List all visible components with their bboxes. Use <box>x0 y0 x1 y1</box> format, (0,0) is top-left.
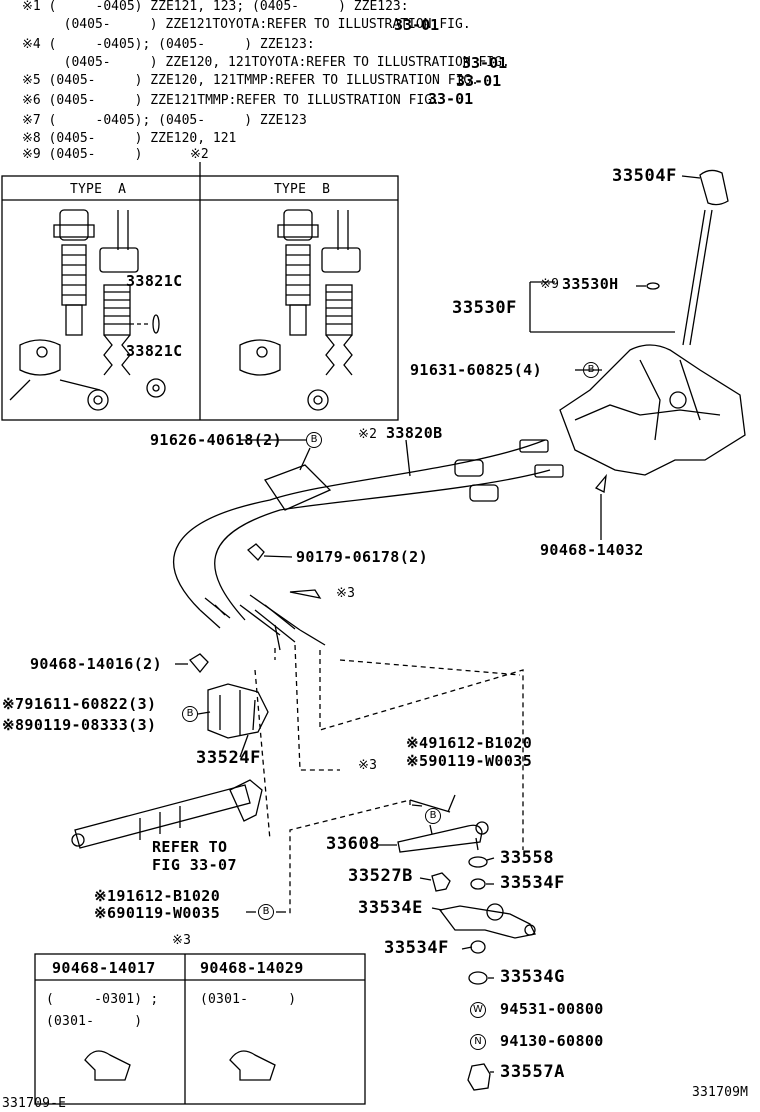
clip-table-col1-range-2: (0301- ) <box>46 1014 143 1029</box>
circle-mark-b-91626: B <box>306 432 322 448</box>
part-label-91611: ※791611-60822(3) <box>2 695 157 713</box>
note-7: ※7 ( -0405); (0405- ) ZZE123 <box>22 113 307 128</box>
note-1-fig: 33-01 <box>394 16 440 34</box>
bracket-33524f <box>207 683 269 739</box>
circle-mark-w: W <box>470 1002 486 1018</box>
note-5-fig: 33-01 <box>456 72 502 90</box>
part-label-33524f: 33524F <box>196 748 262 768</box>
part-label-90468-14032: 90468-14032 <box>540 541 644 559</box>
part-label-33557a: 33557A <box>500 1062 566 1082</box>
circle-mark-b-90119: B <box>258 904 274 920</box>
part-label-33530h: 33530H <box>562 275 619 293</box>
circle-mark-b-91631: B <box>583 362 599 378</box>
selector-shaft <box>71 779 263 849</box>
type-a-linkage <box>9 209 166 411</box>
note-8: ※8 (0405- ) ZZE120, 121 <box>22 131 237 146</box>
part-label-91612-b1020-4: ※491612-B1020 <box>406 734 533 752</box>
part-label-33534e: 33534E <box>358 898 424 918</box>
washer-33558 <box>468 856 488 868</box>
part-label-33534f-2: 33534F <box>384 938 450 958</box>
note-9: ※9 (0405- ) <box>22 147 143 162</box>
clip-90468-14016 <box>189 653 209 674</box>
part-label-33821c-2: 33821C <box>126 342 183 360</box>
note-5: ※5 (0405- ) ZZE120, 121TMMP:REFER TO ILL… <box>22 73 480 88</box>
leader-lines <box>175 175 701 1073</box>
bush-33534f-1 <box>470 878 486 890</box>
part-label-33530f: 33530F <box>452 298 518 318</box>
part-label-90119-w0035-6: ※690119-W0035 <box>94 904 221 922</box>
bush-33557a <box>467 1063 491 1091</box>
note-4-cont: (0405- ) ZZE120, 121TOYOTA:REFER TO ILLU… <box>48 55 510 70</box>
bush-33534f-2 <box>470 940 486 954</box>
circle-mark-b-91611: B <box>182 706 198 722</box>
mark-3-lower: ※3 <box>358 758 378 773</box>
clip-table-col1-range-1: ( -0301) ; <box>46 992 159 1007</box>
part-label-33534g: 33534G <box>500 967 566 987</box>
part-label-90468-14016: 90468-14016(2) <box>30 655 163 673</box>
note-4: ※4 ( -0405); (0405- ) ZZE123: <box>22 37 315 52</box>
clip-table-col1-header: 90468-14017 <box>52 959 156 977</box>
shift-lever-assembly <box>529 169 746 540</box>
part-label-91631: 91631-60825(4) <box>410 361 543 379</box>
part-label-33820b: 33820B <box>386 424 443 442</box>
part-label-33527b: 33527B <box>348 866 414 886</box>
refer-to-label: REFER TO <box>152 838 228 856</box>
note-1-cont: (0405- ) ZZE121TOYOTA:REFER TO ILLUSTRAT… <box>48 17 471 32</box>
footer-left-code: 331709-E <box>2 1096 67 1111</box>
refer-fig-label: FIG 33-07 <box>152 856 237 874</box>
clip-table-frame <box>34 953 366 1105</box>
note-6: ※6 (0405- ) ZZE121TMMP:REFER TO ILLUSTRA… <box>22 93 440 108</box>
part-mark-33530h: ※9 <box>540 277 560 292</box>
part-label-33534f-1: 33534F <box>500 873 566 893</box>
type-b-header: TYPE B <box>274 182 331 197</box>
part-label-33504f: 33504F <box>612 166 678 186</box>
note-6-fig: 33-01 <box>428 90 474 108</box>
part-label-94130: 94130-60800 <box>500 1032 604 1050</box>
bushing-33527b <box>431 872 451 892</box>
clip-table-title: ※3 <box>172 933 192 948</box>
part-label-90119-w0035-5: ※590119-W0035 <box>406 752 533 770</box>
clip-table-col2-range: (0301- ) <box>200 992 297 1007</box>
lever-33534e <box>438 903 536 939</box>
shift-lever-33608 <box>397 804 489 853</box>
part-mark-33820b: ※2 <box>358 427 378 442</box>
part-label-90119-08333: ※890119-08333(3) <box>2 716 157 734</box>
part-label-33558: 33558 <box>500 848 555 868</box>
part-label-33821c-1: 33821C <box>126 272 183 290</box>
part-label-90179: 90179-06178(2) <box>296 548 429 566</box>
part-label-91612-b1020-1: ※191612-B1020 <box>94 887 221 905</box>
part-label-91626: 91626-40618(2) <box>150 431 283 449</box>
mark-3-upper: ※3 <box>336 586 356 601</box>
type-a-header: TYPE A <box>70 182 127 197</box>
type-b-linkage <box>239 209 361 411</box>
bush-33534g <box>468 971 488 985</box>
footer-right-code: 331709M <box>692 1085 749 1100</box>
guide-lines <box>254 644 524 915</box>
circle-mark-b-lever: B <box>425 808 441 824</box>
circle-mark-n: N <box>470 1034 486 1050</box>
note-1: ※1 ( -0405) ZZE121, 123; (0405- ) ZZE123… <box>22 0 409 14</box>
note-mark-2: ※2 <box>190 147 209 162</box>
part-label-94531: 94531-00800 <box>500 1000 604 1018</box>
part-label-33608: 33608 <box>326 834 381 854</box>
clip-table-col2-header: 90468-14029 <box>200 959 304 977</box>
shift-cables <box>173 439 564 651</box>
note-4-fig: 33-01 <box>462 54 508 72</box>
